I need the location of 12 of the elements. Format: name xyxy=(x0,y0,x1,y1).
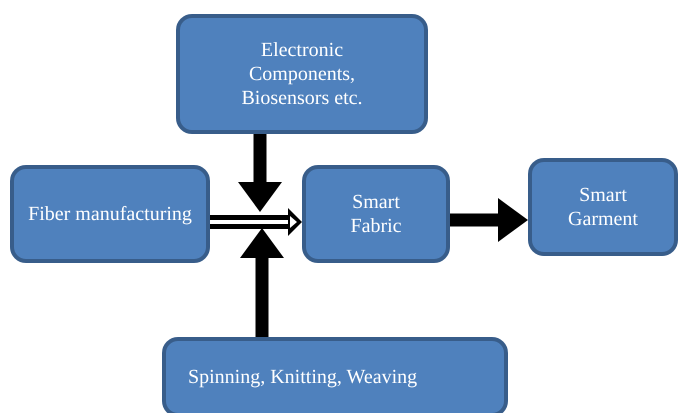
process-box xyxy=(176,14,428,134)
process-box xyxy=(302,165,450,263)
box-label: Smart Garment xyxy=(567,183,639,231)
arrow xyxy=(240,228,284,337)
process-box xyxy=(10,165,210,263)
arrow xyxy=(238,133,282,212)
process-box xyxy=(528,158,678,256)
box-label: Spinning, Knitting, Weaving xyxy=(188,365,418,389)
box-label: Fiber manufacturing xyxy=(28,202,192,226)
box-label: Electronic Components, Biosensors etc. xyxy=(240,38,364,110)
process-box xyxy=(162,337,508,413)
box-label: Smart Fabric xyxy=(349,190,403,238)
